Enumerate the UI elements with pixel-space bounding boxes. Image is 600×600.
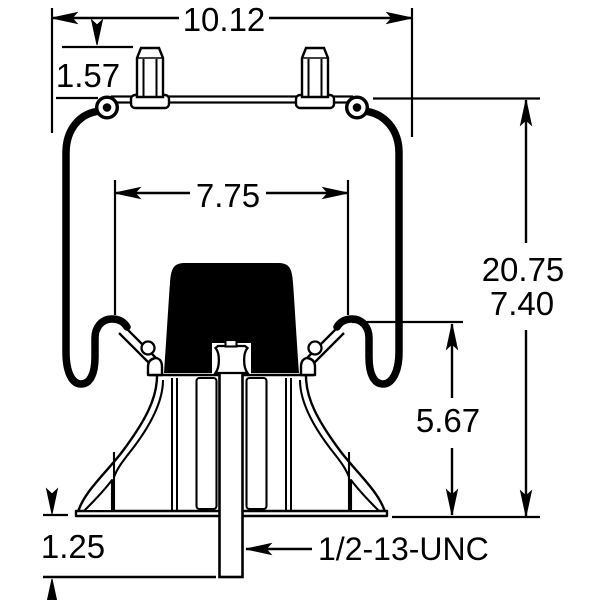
threaded-stud xyxy=(213,338,250,579)
mounting-stud-left xyxy=(129,46,171,110)
bellows-left-wall xyxy=(62,107,131,388)
dim-stud-height: 1.57 xyxy=(56,19,133,100)
dim-stud-length-label: 1.25 xyxy=(41,528,105,565)
thread-callout-label: 1/2-13-UNC xyxy=(318,531,489,567)
stud-cap xyxy=(213,344,250,375)
rivet-left xyxy=(140,340,156,356)
stud-cap-nub xyxy=(224,338,238,348)
dim-piston-diameter: 7.75 xyxy=(113,177,350,315)
dim-piston-height-label: 5.67 xyxy=(416,402,480,439)
bead-left xyxy=(94,95,119,120)
mounting-stud-right xyxy=(294,46,336,110)
rivet-right xyxy=(307,340,323,356)
dim-overall-height: 20.75 7.40 xyxy=(373,97,565,519)
bumper-body xyxy=(164,263,299,373)
dim-stud-length: 1.25 xyxy=(41,488,216,600)
dim-piston-height: 5.67 xyxy=(352,320,480,516)
dim-overall-width: 10.12 xyxy=(50,1,414,137)
dim-overall-width-label: 10.12 xyxy=(183,1,266,38)
dim-design-height-label: 7.40 xyxy=(490,285,554,322)
dim-stud-height-label: 1.57 xyxy=(56,57,120,94)
bellows xyxy=(62,107,403,388)
stud-shaft xyxy=(218,350,244,579)
callout-thread: 1/2-13-UNC xyxy=(245,531,489,567)
piston-slope-rivets xyxy=(140,340,323,356)
bead-right xyxy=(345,95,370,120)
bellows-right-wall xyxy=(333,107,403,388)
dim-piston-diameter-label: 7.75 xyxy=(196,177,260,214)
dim-extended-height-label: 20.75 xyxy=(482,251,565,288)
